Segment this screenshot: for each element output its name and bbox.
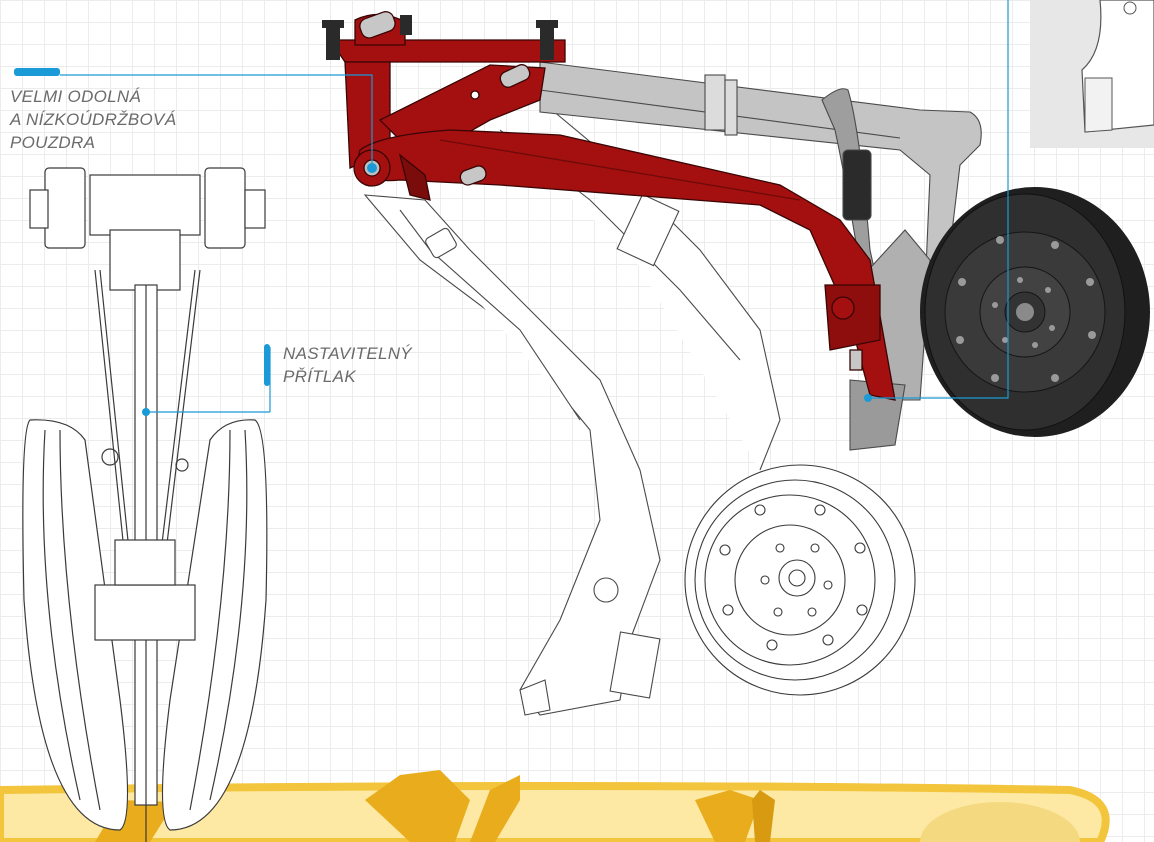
soil-section	[0, 770, 1110, 842]
detail-inset	[1030, 0, 1154, 148]
bushings-marker	[14, 68, 60, 76]
bushings-line-3: POUZDRA	[10, 133, 96, 152]
downforce-line-1: NASTAVITELNÝ	[283, 344, 412, 363]
wheel-leader-line	[868, 0, 1009, 399]
downforce-marker	[264, 344, 270, 386]
downforce-callout: NASTAVITELNÝ PŘÍTLAK	[283, 342, 412, 388]
downforce-line-2: PŘÍTLAK	[283, 367, 356, 386]
red-linkage	[328, 11, 896, 401]
mount-bolts	[322, 15, 558, 60]
callout-markers	[14, 68, 872, 416]
bushings-dot	[367, 163, 377, 173]
bushings-leader-line	[60, 74, 373, 168]
bushings-line-1: VELMI ODOLNÁ	[10, 87, 142, 106]
bushings-line-2: A NÍZKOÚDRŽBOVÁ	[10, 110, 177, 129]
ghost-gauge-wheel	[684, 464, 916, 696]
bushings-callout: VELMI ODOLNÁ A NÍZKOÚDRŽBOVÁ POUZDRA	[10, 85, 176, 154]
downforce-dot	[142, 408, 150, 416]
gauge-wheel	[920, 187, 1150, 437]
front-view-unit	[22, 167, 268, 842]
wheel-dot	[864, 394, 872, 402]
